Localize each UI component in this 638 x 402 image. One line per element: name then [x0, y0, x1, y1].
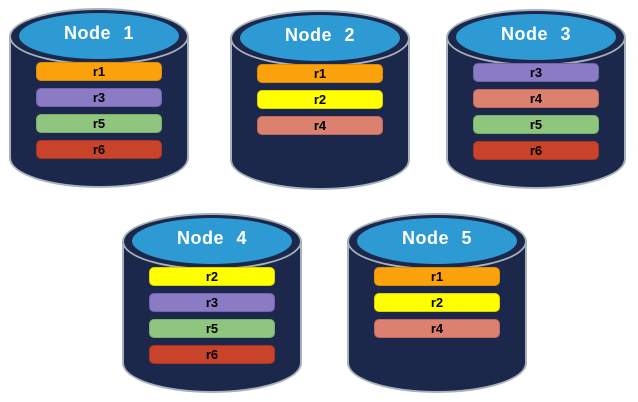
- replica-list: r1 r3 r5 r6: [36, 62, 162, 159]
- node-cylinder: Node 4 r2 r3 r5 r6: [122, 213, 302, 393]
- replica-bar: r3: [36, 88, 162, 107]
- replica-bar: r4: [374, 319, 500, 338]
- replica-bar: r2: [149, 267, 275, 286]
- replica-list: r1 r2 r4: [374, 267, 500, 338]
- replica-bar: r2: [374, 293, 500, 312]
- replica-bar: r4: [473, 89, 599, 108]
- replica-list: r1 r2 r4: [257, 64, 383, 135]
- replica-bar: r6: [149, 345, 275, 364]
- node-title: Node 1: [63, 23, 134, 43]
- replica-bar: r5: [149, 319, 275, 338]
- cylinder-body: [446, 37, 626, 189]
- cylinder-top-ellipse: [347, 213, 527, 270]
- replica-bar: r5: [473, 115, 599, 134]
- cylinder-top-face: [456, 14, 616, 60]
- replica-bar: r3: [473, 63, 599, 82]
- cylinder-top-face: [357, 218, 517, 264]
- replica-bar: r5: [36, 114, 162, 133]
- node-cylinder: Node 1 r1 r3 r5 r6: [9, 8, 189, 188]
- replica-list: r3 r4 r5 r6: [473, 63, 599, 160]
- cylinder-top-ellipse: [9, 8, 189, 65]
- cylinder-top-ellipse: [230, 10, 410, 67]
- node-title: Node 2: [284, 25, 355, 45]
- replica-bar: r1: [374, 267, 500, 286]
- replica-bar: r3: [149, 293, 275, 312]
- replica-bar: r4: [257, 116, 383, 135]
- node-title: Node 3: [500, 24, 571, 44]
- replica-bar: r6: [473, 141, 599, 160]
- cylinder-top-ellipse: [122, 213, 302, 270]
- cylinder-top-face: [132, 218, 292, 264]
- replica-bar: r1: [36, 62, 162, 81]
- replica-bar: r6: [36, 140, 162, 159]
- node-cylinder: Node 2 r1 r2 r4: [230, 10, 410, 190]
- node-title: Node 4: [176, 228, 247, 248]
- cylinder-top-face: [240, 15, 400, 61]
- node-cylinder: Node 3 r3 r4 r5 r6: [446, 9, 626, 189]
- cylinder-top-face: [19, 13, 179, 59]
- node-cylinder: Node 5 r1 r2 r4: [347, 213, 527, 393]
- node-title: Node 5: [401, 228, 472, 248]
- replica-bar: r2: [257, 90, 383, 109]
- replica-bar: r1: [257, 64, 383, 83]
- replica-list: r2 r3 r5 r6: [149, 267, 275, 364]
